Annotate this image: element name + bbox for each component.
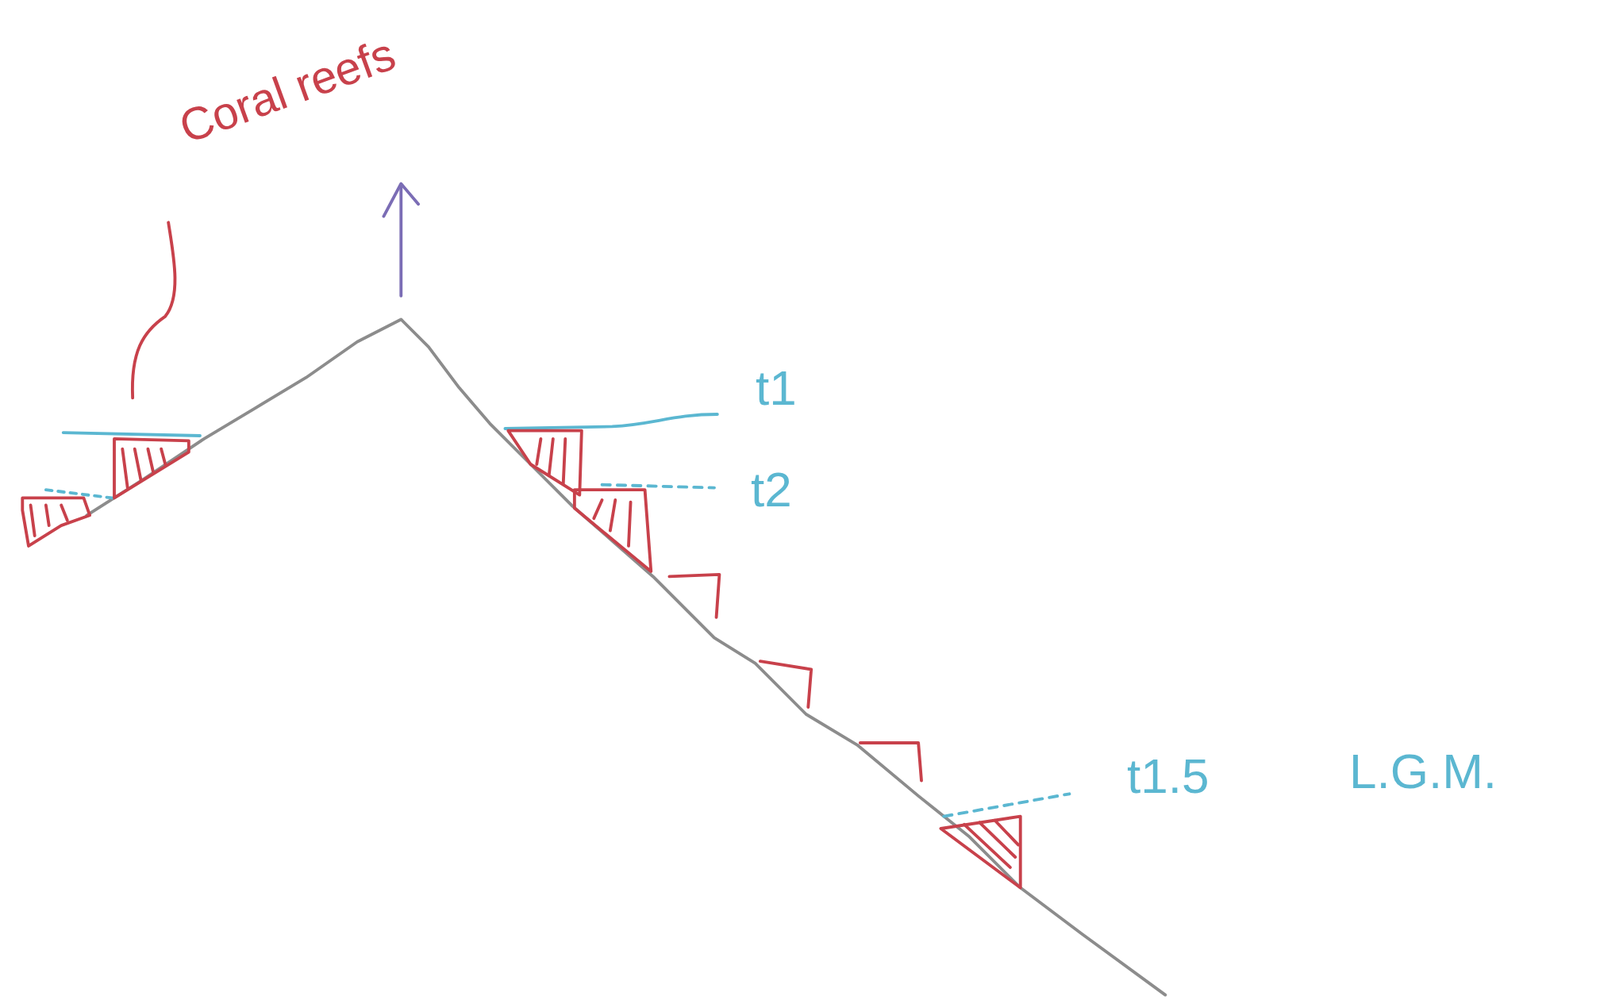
annotation-label: t2	[750, 462, 793, 517]
annotation-label: t1.5	[1126, 749, 1209, 804]
coral-reef	[507, 430, 1020, 889]
coral-reef	[22, 438, 189, 547]
sea-level-dashed	[602, 484, 715, 489]
uplift-arrow	[383, 183, 419, 296]
annotation-label: Coral reefs	[173, 27, 402, 153]
annotation-label: t1	[755, 361, 797, 416]
sea-level-line	[63, 432, 200, 436]
leader-line	[132, 222, 176, 398]
island-profile	[86, 319, 1166, 995]
sea-level-line	[504, 414, 717, 429]
sea-level-dashed	[943, 793, 1070, 816]
annotation-label: L.G.M.	[1349, 744, 1497, 799]
